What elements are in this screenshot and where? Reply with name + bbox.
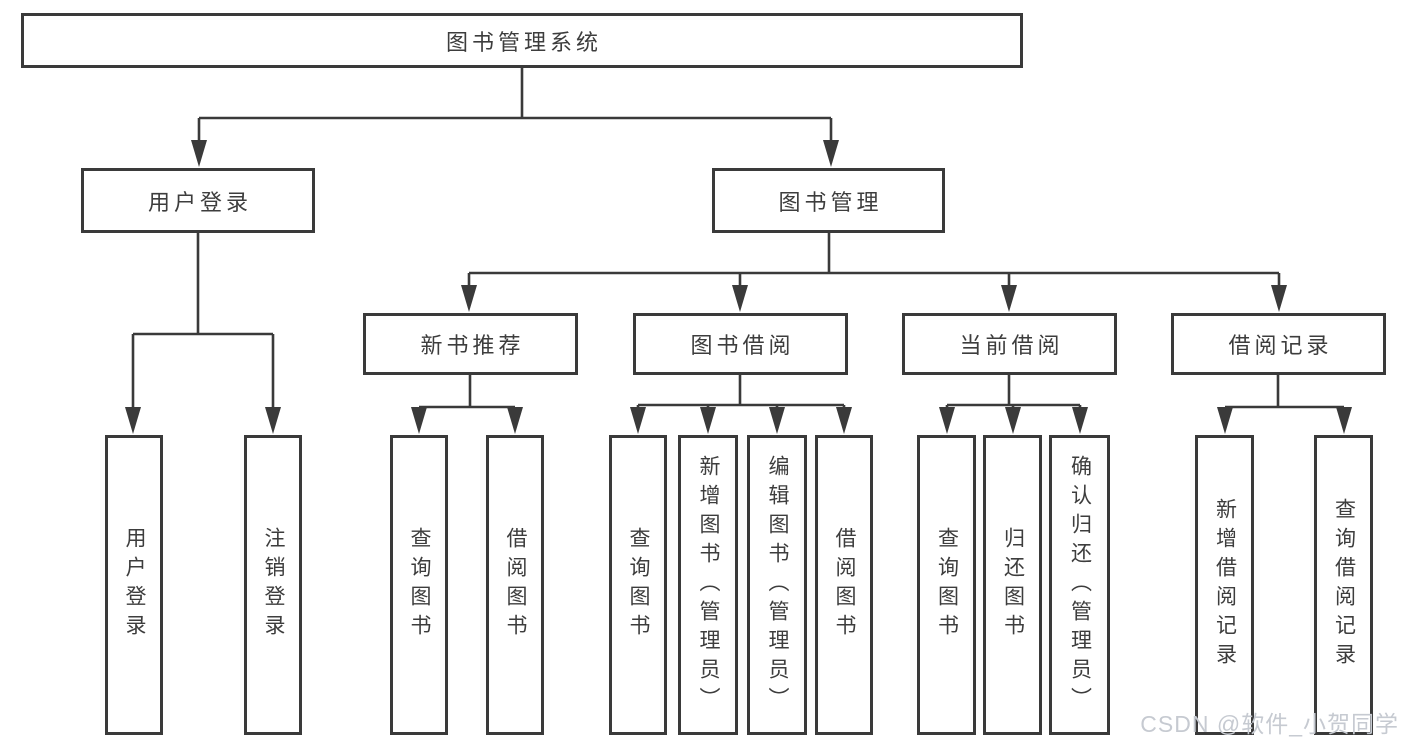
node-label: 借阅图书 xyxy=(833,527,856,643)
node-label: 新增图书（管理员） xyxy=(697,454,720,716)
node-label: 查询图书 xyxy=(627,527,650,643)
leaf-edit-book-admin: 编辑图书（管理员） xyxy=(747,435,807,735)
node-label: 新书推荐 xyxy=(420,333,525,358)
leaf-query-books-borrow: 查询图书 xyxy=(609,435,667,735)
node-label: 注销登录 xyxy=(262,527,285,643)
node-label: 借阅记录 xyxy=(1228,333,1333,358)
leaf-user-login: 用户登录 xyxy=(105,435,163,735)
node-book-borrow: 图书借阅 xyxy=(633,313,848,375)
node-label: 用户登录 xyxy=(123,527,146,643)
node-book-management: 图书管理 xyxy=(712,168,945,233)
node-new-book-recommend: 新书推荐 xyxy=(363,313,578,375)
node-label: 查询借阅记录 xyxy=(1332,498,1356,672)
leaf-borrow-books: 借阅图书 xyxy=(815,435,873,735)
node-label: 图书管理 xyxy=(778,189,883,215)
leaf-borrow-books-recommend: 借阅图书 xyxy=(486,435,544,735)
leaf-query-books-current: 查询图书 xyxy=(917,435,976,735)
node-label: 查询图书 xyxy=(408,527,431,643)
node-label: 当前借阅 xyxy=(959,333,1064,358)
node-root: 图书管理系统 xyxy=(21,13,1023,68)
node-label: 编辑图书（管理员） xyxy=(766,454,789,716)
leaf-confirm-return-admin: 确认归还（管理员） xyxy=(1049,435,1110,735)
node-label: 确认归还（管理员） xyxy=(1068,454,1092,716)
node-label: 图书借阅 xyxy=(690,333,795,358)
node-label: 图书管理系统 xyxy=(445,29,602,55)
leaf-return-books: 归还图书 xyxy=(983,435,1042,735)
leaf-add-borrow-record: 新增借阅记录 xyxy=(1195,435,1254,735)
leaf-query-borrow-record: 查询借阅记录 xyxy=(1314,435,1373,735)
node-current-borrow: 当前借阅 xyxy=(902,313,1117,375)
leaf-add-book-admin: 新增图书（管理员） xyxy=(678,435,738,735)
node-borrow-records: 借阅记录 xyxy=(1171,313,1386,375)
leaf-query-books-recommend: 查询图书 xyxy=(390,435,448,735)
node-label: 归还图书 xyxy=(1001,527,1025,643)
arrowhead-icons xyxy=(125,140,1352,434)
leaf-logout: 注销登录 xyxy=(244,435,302,735)
node-label: 用户登录 xyxy=(147,189,252,215)
node-label: 借阅图书 xyxy=(504,527,527,643)
node-label: 查询图书 xyxy=(935,527,959,643)
node-user-login: 用户登录 xyxy=(81,168,315,233)
node-label: 新增借阅记录 xyxy=(1213,498,1237,672)
